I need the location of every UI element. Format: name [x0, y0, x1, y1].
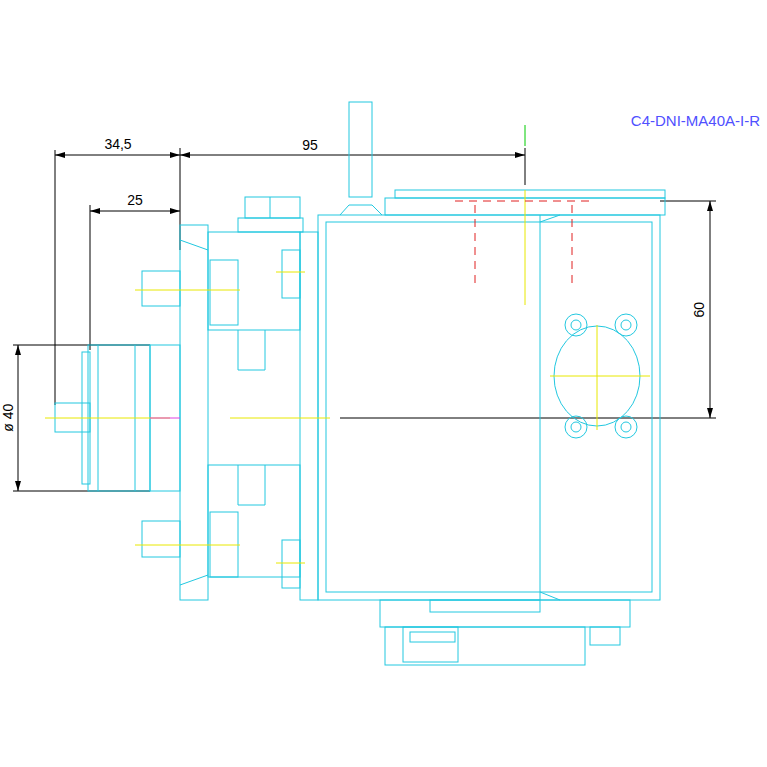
hidden-lines [455, 201, 595, 285]
center-lines [45, 190, 650, 563]
tick-mark [525, 125, 526, 146]
dimension-value: 95 [300, 138, 320, 153]
dimension-value: ø 40 [1, 402, 16, 434]
dimension-value: 25 [125, 193, 145, 208]
center-mark [150, 418, 180, 419]
dimension-value: 34,5 [102, 137, 133, 152]
dimension-arrows [15, 152, 713, 491]
part-title: C4-DNI-MA40A-I-R [629, 113, 762, 130]
part-outline [55, 102, 665, 665]
dimension-value: 60 [692, 300, 707, 320]
dimension-lines [13, 148, 716, 491]
